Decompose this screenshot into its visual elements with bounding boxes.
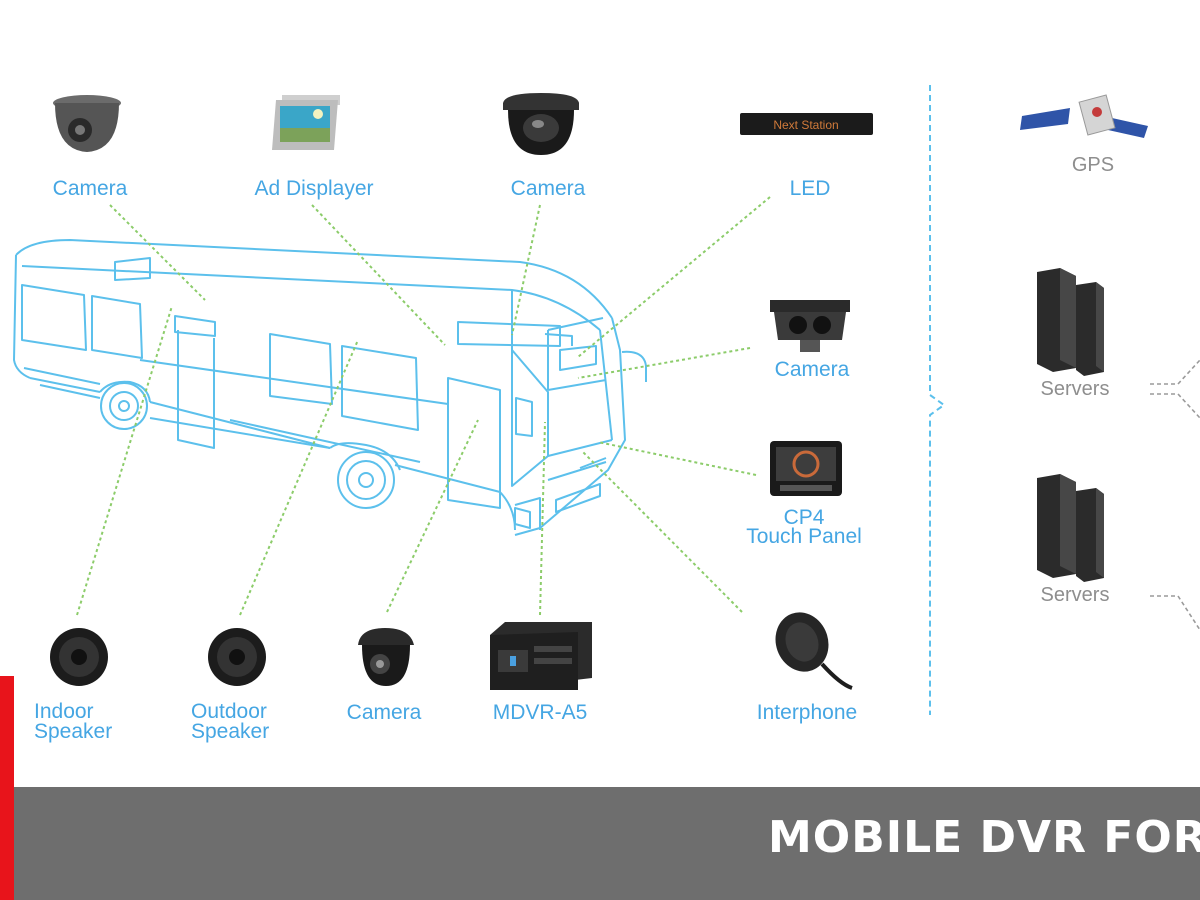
outdoor-speaker-label: Outdoor Speaker bbox=[191, 700, 270, 743]
ad-displayer-label: Ad Displayer bbox=[254, 177, 374, 200]
gps-label: GPS bbox=[1071, 154, 1115, 176]
accent-strip bbox=[0, 676, 14, 900]
led-label: LED bbox=[789, 177, 831, 200]
servers-1-label: Servers bbox=[1040, 378, 1110, 400]
dome-camera-2-icon bbox=[503, 93, 579, 155]
touch-panel-label-line1: CP4 bbox=[783, 506, 825, 529]
outdoor-speaker-label-line1: Outdoor bbox=[191, 700, 267, 723]
camera-3-label: Camera bbox=[774, 358, 850, 381]
touch-panel-label-line2: Touch Panel bbox=[746, 525, 862, 548]
mdvr-label: MDVR-A5 bbox=[492, 701, 588, 724]
gps-satellite-icon bbox=[1020, 94, 1148, 138]
server-rack-2-icon bbox=[1037, 474, 1104, 582]
connector-lines bbox=[76, 196, 771, 616]
indoor-speaker-label-line1: Indoor bbox=[34, 700, 94, 723]
banner-bar bbox=[0, 787, 1200, 900]
outdoor-speaker-label-line2: Speaker bbox=[191, 720, 270, 743]
box-camera-icon bbox=[770, 300, 850, 352]
dome-camera-1-icon bbox=[53, 95, 121, 152]
server-connector-lines bbox=[1150, 359, 1200, 631]
indoor-speaker-icon bbox=[50, 628, 108, 686]
mdvr-device-icon bbox=[490, 622, 592, 690]
servers-2-label: Servers bbox=[1040, 584, 1110, 606]
indoor-speaker-label: Indoor Speaker bbox=[34, 700, 113, 743]
camera-1-label: Camera bbox=[52, 177, 128, 200]
led-screen-text: Next Station bbox=[773, 118, 838, 132]
camera-4-label: Camera bbox=[346, 701, 422, 724]
interphone-icon bbox=[775, 612, 853, 690]
touch-panel-label: CP4 Touch Panel bbox=[746, 506, 862, 548]
banner-title: MOBILE DVR FOR V bbox=[768, 812, 1200, 863]
indoor-speaker-label-line2: Speaker bbox=[34, 720, 113, 743]
section-divider bbox=[929, 85, 946, 715]
led-sign-icon: Next Station bbox=[740, 113, 873, 135]
dome-camera-3-icon bbox=[358, 628, 414, 686]
interphone-label: Interphone bbox=[756, 701, 858, 724]
camera-2-label: Camera bbox=[510, 177, 586, 200]
touch-panel-icon bbox=[770, 441, 842, 496]
outdoor-speaker-icon bbox=[208, 628, 266, 686]
server-rack-1-icon bbox=[1037, 268, 1104, 376]
ad-displayer-icon bbox=[272, 95, 340, 150]
bus-outline bbox=[13, 239, 647, 536]
